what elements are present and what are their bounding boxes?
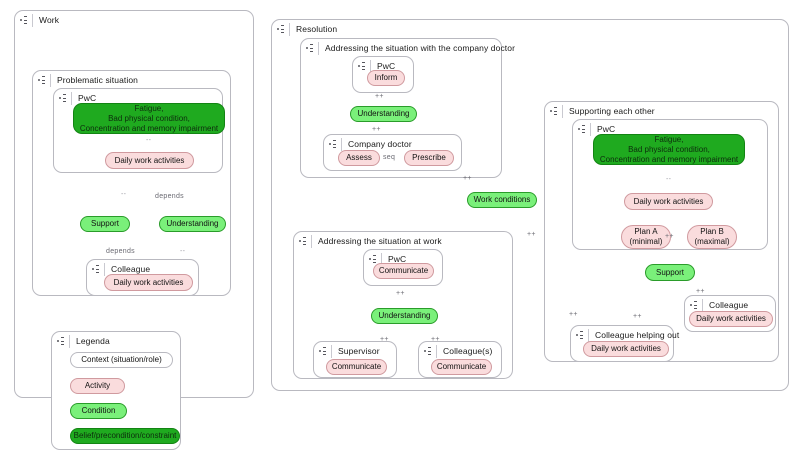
header-divider: [289, 22, 290, 36]
legend-item-condition[interactable]: Condition: [70, 403, 127, 419]
header-divider: [311, 234, 312, 248]
container-supporting-header: Supporting each other: [545, 102, 655, 120]
collapse-handle-icon[interactable]: [306, 41, 313, 55]
node-communicate-colleagues[interactable]: Communicate: [431, 359, 492, 375]
container-resolution-header: Resolution: [272, 20, 337, 38]
node-understanding-3[interactable]: Understanding: [371, 308, 438, 324]
container-title: Company doctor: [348, 139, 412, 149]
container-work-header: Work: [15, 11, 59, 29]
node-understanding-1[interactable]: Understanding: [159, 216, 226, 232]
header-divider: [104, 262, 105, 276]
container-title: Supporting each other: [569, 106, 655, 116]
header-divider: [331, 344, 332, 358]
edge-label-colleague2-support2: ++: [696, 288, 705, 295]
node-belief-symptoms-2[interactable]: Fatigue, Bad physical condition, Concent…: [593, 134, 745, 165]
collapse-handle-icon[interactable]: [92, 262, 99, 276]
edge-label-colleague1-understanding1: --: [180, 248, 186, 255]
edge-label-belief1-dwa1: --: [146, 137, 152, 144]
collapse-handle-icon[interactable]: [329, 137, 336, 151]
container-title: Supervisor: [338, 346, 380, 356]
legend-item-belief[interactable]: Belief/precondition/constraint: [70, 428, 180, 444]
edge-label-colleague1-support1: depends: [106, 248, 135, 255]
node-support-2[interactable]: Support: [645, 264, 695, 281]
node-support-1[interactable]: Support: [80, 216, 130, 232]
header-divider: [341, 137, 342, 151]
node-communicate-supervisor[interactable]: Communicate: [326, 359, 387, 375]
edge-label-supervisor-understanding3: ++: [380, 336, 389, 343]
collapse-handle-icon[interactable]: [57, 334, 64, 348]
edge-label-understanding3-colleague2: ++: [569, 311, 578, 318]
collapse-handle-icon[interactable]: [38, 73, 45, 87]
header-divider: [588, 328, 589, 342]
container-title: Problematic situation: [57, 75, 138, 85]
header-divider: [318, 41, 319, 55]
node-daily-work-activities-colleague-1[interactable]: Daily work activities: [104, 274, 193, 291]
node-plan-a[interactable]: Plan A (minimal): [621, 225, 671, 249]
collapse-handle-icon[interactable]: [20, 13, 27, 27]
container-title: Resolution: [296, 24, 338, 34]
container-title: Addressing the situation with the compan…: [325, 43, 516, 53]
edge-label-assess-understanding2: ++: [372, 126, 381, 133]
node-daily-work-activities-2[interactable]: Daily work activities: [624, 193, 713, 210]
collapse-handle-icon[interactable]: [319, 344, 326, 358]
container-title: PwC: [597, 124, 616, 134]
edge-label-plans-dwa2: ++: [665, 233, 674, 240]
edge-label-dwa1-support1: --: [121, 191, 127, 198]
collapse-handle-icon[interactable]: [578, 122, 585, 136]
node-inform[interactable]: Inform: [367, 70, 405, 86]
container-title: Addressing the situation at work: [318, 236, 442, 246]
edge-label-dwa1-understanding1: depends: [155, 193, 184, 200]
header-divider: [590, 122, 591, 136]
edge-label-prescribe-workconditions: ++: [463, 175, 472, 182]
edge-label-understanding3-communicate-pwc: ++: [396, 290, 405, 297]
header-divider: [71, 91, 72, 105]
header-divider: [562, 104, 563, 118]
edge-label-colleagues-understanding3: ++: [431, 336, 440, 343]
edge-label-belief2-dwa2: --: [666, 176, 672, 183]
node-work-conditions[interactable]: Work conditions: [467, 192, 537, 208]
container-doctor-situation-header: Addressing the situation with the compan…: [301, 39, 515, 57]
edge-label-understanding2-inform: ++: [375, 93, 384, 100]
header-divider: [32, 13, 33, 27]
node-belief-symptoms-1[interactable]: Fatigue, Bad physical condition, Concent…: [73, 103, 225, 134]
container-work-situation-header: Addressing the situation at work: [294, 232, 442, 250]
edge-label-assess-prescribe: seq: [383, 154, 396, 161]
container-title: Work: [39, 15, 60, 25]
collapse-handle-icon[interactable]: [277, 22, 284, 36]
edge-label-understanding3-dwa2: ++: [527, 231, 536, 238]
collapse-handle-icon[interactable]: [299, 234, 306, 248]
container-title: Colleague(s): [443, 346, 493, 356]
header-divider: [436, 344, 437, 358]
header-divider: [69, 334, 70, 348]
node-prescribe[interactable]: Prescribe: [404, 150, 454, 166]
container-title: Colleague: [111, 264, 151, 274]
node-daily-work-activities-1[interactable]: Daily work activities: [105, 152, 194, 169]
node-assess[interactable]: Assess: [338, 150, 380, 166]
node-plan-b[interactable]: Plan B (maximal): [687, 225, 737, 249]
collapse-handle-icon[interactable]: [576, 328, 583, 342]
collapse-handle-icon[interactable]: [358, 59, 365, 73]
node-understanding-2[interactable]: Understanding: [350, 106, 417, 122]
container-supervisor-header: Supervisor: [314, 342, 380, 360]
collapse-handle-icon[interactable]: [424, 344, 431, 358]
container-problematic-header: Problematic situation: [33, 71, 138, 89]
container-legenda-header: Legenda: [52, 332, 110, 350]
header-divider: [702, 298, 703, 312]
node-communicate-pwc[interactable]: Communicate: [373, 263, 434, 279]
collapse-handle-icon[interactable]: [59, 91, 66, 105]
container-title: Legenda: [76, 336, 110, 346]
edge-label-helpingout-support2: ++: [633, 313, 642, 320]
header-divider: [50, 73, 51, 87]
container-title: PwC: [78, 93, 97, 103]
node-daily-work-activities-helping-out[interactable]: Daily work activities: [583, 341, 669, 357]
collapse-handle-icon[interactable]: [550, 104, 557, 118]
collapse-handle-icon[interactable]: [690, 298, 697, 312]
legend-item-context[interactable]: Context (situation/role): [70, 352, 173, 368]
node-daily-work-activities-colleague-2[interactable]: Daily work activities: [689, 311, 773, 327]
container-colleagues-header: Colleague(s): [419, 342, 492, 360]
legend-item-activity[interactable]: Activity: [70, 378, 125, 394]
container-title: Colleague: [709, 300, 749, 310]
container-title: Colleague helping out: [595, 330, 680, 340]
